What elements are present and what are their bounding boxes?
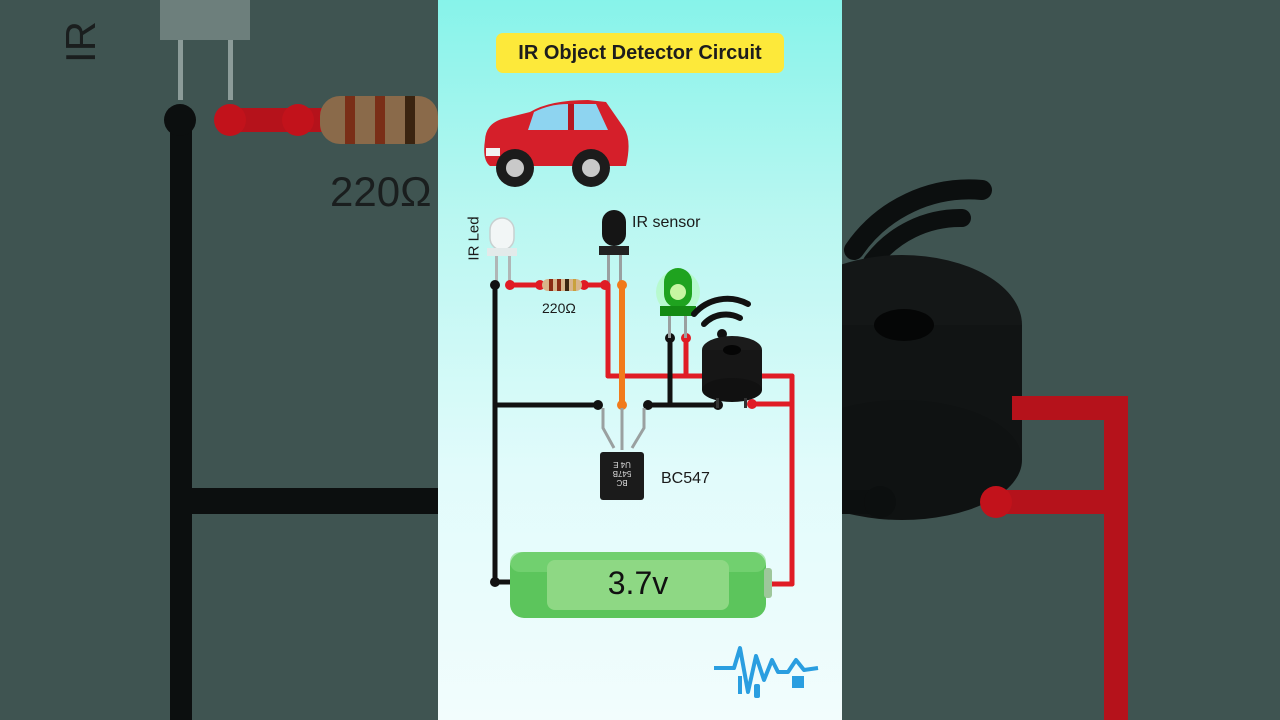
diagram-title: IR Object Detector Circuit bbox=[496, 33, 784, 73]
sound-waves-icon bbox=[691, 295, 751, 339]
circuit-diagram-panel: IR Object Detector Circuit IR Led IR sen… bbox=[438, 0, 842, 720]
background-zoom-right bbox=[842, 0, 1280, 720]
ir-sensor bbox=[599, 210, 629, 285]
background-left-resistor-label: 220Ω bbox=[330, 168, 432, 215]
background-left-drawing bbox=[160, 0, 438, 720]
battery-voltage-label: 3.7v bbox=[607, 565, 669, 601]
background-right-drawing bbox=[842, 179, 1128, 720]
background-zoom-left: IR 220Ω bbox=[0, 0, 438, 720]
ir-sensor-label: IR sensor bbox=[632, 214, 701, 231]
transistor-marking: BC 547B U4 E bbox=[606, 460, 638, 487]
circuit-wires bbox=[492, 282, 795, 587]
transistor-marking-line-2: 547B bbox=[612, 469, 632, 478]
ir-led bbox=[487, 217, 517, 286]
background-left-ir-label: IR bbox=[57, 21, 104, 63]
transistor bbox=[600, 408, 646, 500]
junction-dots bbox=[490, 280, 773, 589]
resistor bbox=[542, 279, 582, 291]
brand-logo-icon bbox=[714, 646, 819, 698]
green-led bbox=[656, 268, 700, 338]
circuit-drawing bbox=[484, 100, 819, 698]
buzzer bbox=[702, 336, 762, 408]
battery bbox=[510, 552, 772, 618]
car-icon bbox=[484, 100, 629, 187]
transistor-marking-line-3: U4 E bbox=[613, 460, 631, 469]
transistor-marking-line-1: BC bbox=[616, 478, 628, 487]
ir-led-label: IR Led bbox=[465, 216, 483, 261]
resistor-label: 220Ω bbox=[542, 300, 576, 316]
transistor-label: BC547 bbox=[661, 470, 710, 487]
